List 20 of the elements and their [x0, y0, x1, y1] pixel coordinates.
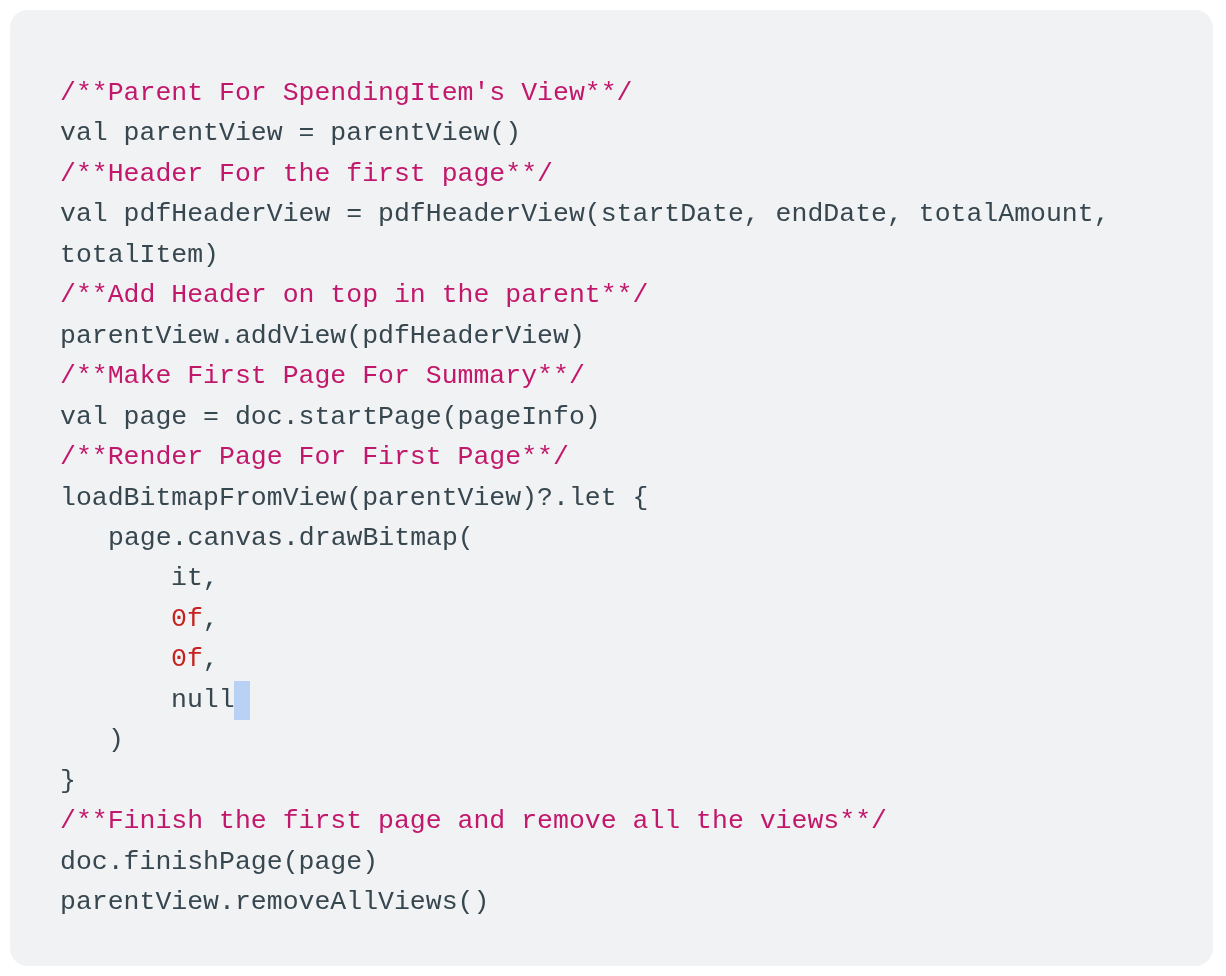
code-line: ) — [108, 724, 124, 758]
code-line: 0f, — [171, 643, 219, 677]
code-comment: /**Make First Page For Summary**/ — [60, 360, 585, 394]
code-line: parentView.removeAllViews() — [60, 886, 490, 920]
code-comment: /**Add Header on top in the parent**/ — [60, 279, 649, 313]
code-comment: /**Header For the first page**/ — [60, 157, 553, 191]
code-line: parentView.addView(pdfHeaderView) — [60, 319, 585, 353]
code-line: it, — [171, 562, 219, 596]
code-comment: /**Finish the first page and remove all the views**/ — [60, 805, 887, 839]
code-line: doc.finishPage(page) — [60, 845, 379, 879]
code-line: 0f, — [171, 602, 219, 636]
code-line: loadBitmapFromView(parentView)?.let { — [60, 481, 649, 515]
code-line: val page = doc.startPage(pageInfo) — [60, 400, 601, 434]
code-line: val pdfHeaderView = pdfHeaderView(startDate, endDate, totalAmount, totalItem) — [60, 198, 1111, 272]
code-line: } — [60, 764, 76, 798]
code-comment: /**Parent For SpendingItem's View**/ — [60, 77, 633, 110]
code-comment: /**Render Page For First Page**/ — [60, 441, 569, 475]
code-line: page.canvas.drawBitmap( — [108, 522, 474, 555]
code-line: val parentView = parentView() — [60, 117, 522, 151]
code-line: null — [171, 683, 235, 717]
